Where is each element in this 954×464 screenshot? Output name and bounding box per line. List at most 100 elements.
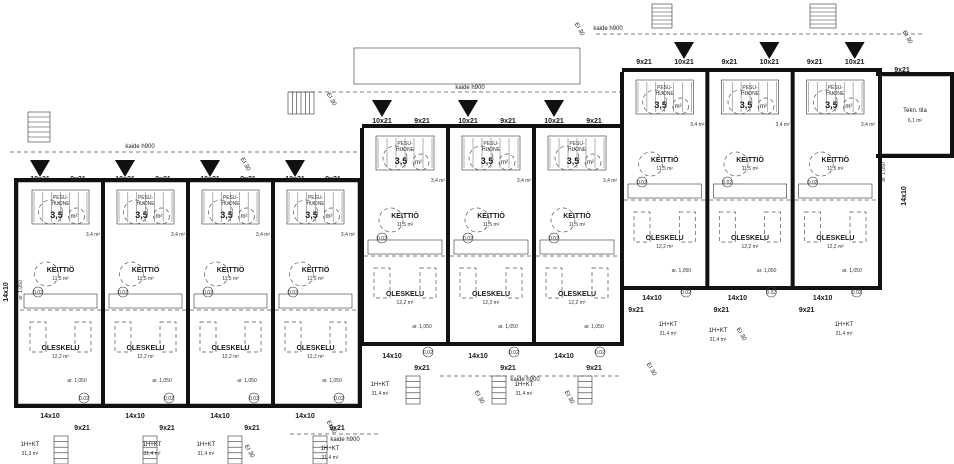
bathroom-label: PESU- bbox=[138, 195, 154, 201]
bathroom-label: HUONE bbox=[51, 201, 70, 207]
living-room-area: 12,2 m² bbox=[137, 354, 154, 360]
door-size-label: 10x21 bbox=[115, 176, 135, 183]
party-wall bbox=[532, 128, 536, 342]
party-wall bbox=[186, 182, 190, 404]
level-marker-label: 0.02 bbox=[808, 180, 818, 186]
tech-room-area: 6,1 m² bbox=[908, 118, 923, 124]
level-marker: 0.02 bbox=[333, 392, 345, 404]
level-marker-circle bbox=[680, 286, 692, 298]
level-marker: 0.02 bbox=[78, 392, 90, 404]
apartment-area-label: 31,4 m² bbox=[516, 391, 533, 397]
stairs-outline bbox=[577, 375, 593, 405]
exterior-wall bbox=[18, 178, 358, 182]
window-size-label: 14x10 bbox=[554, 353, 574, 360]
kitchen-label: KEITTIÖ bbox=[822, 155, 850, 164]
turning-circle bbox=[153, 207, 170, 225]
level-marker: 0.02 bbox=[508, 346, 520, 358]
bathroom-area-unit: m² bbox=[156, 214, 163, 220]
bathroom-label: PESU- bbox=[483, 141, 499, 147]
stairs bbox=[27, 111, 51, 143]
bathroom-label: PESU- bbox=[828, 85, 844, 91]
turning-circle bbox=[638, 151, 664, 177]
bathroom-label: HUONE bbox=[656, 91, 675, 97]
exterior-wall bbox=[878, 68, 882, 290]
entrance-arrow-icon bbox=[844, 42, 865, 59]
level-marker-circle bbox=[636, 176, 648, 188]
fire-rating-label: EI 30 bbox=[239, 157, 252, 173]
bathroom-area: 3,5 bbox=[825, 100, 838, 110]
living-room-label: OLESKELU bbox=[211, 345, 249, 352]
entrance-arrow-icon bbox=[115, 160, 135, 177]
kitchen-counter bbox=[713, 183, 787, 199]
stairs-outline bbox=[405, 375, 421, 405]
living-room-area: 12,2 m² bbox=[483, 300, 500, 306]
level-marker-label: 0.02 bbox=[423, 350, 433, 356]
level-marker-label: 0.02 bbox=[852, 290, 862, 296]
door-size-label: 10x21 bbox=[760, 59, 780, 66]
living-room-area: 12,2 m² bbox=[52, 354, 69, 360]
door-size-label: 9x21 bbox=[70, 176, 86, 183]
kitchen-label: KEITTIÖ bbox=[302, 265, 330, 274]
bathroom-label: HUONE bbox=[482, 147, 501, 153]
stairs bbox=[227, 435, 243, 464]
level-marker-circle bbox=[722, 176, 733, 188]
turning-circle bbox=[727, 89, 753, 115]
kitchen-label: KEITTIÖ bbox=[651, 155, 679, 164]
turning-circle bbox=[550, 207, 576, 233]
closet-area: 3,4 m² bbox=[776, 122, 791, 128]
bathroom-area-unit: m² bbox=[760, 104, 767, 110]
bathroom-outline bbox=[461, 135, 521, 171]
door-size-label: 9x21 bbox=[325, 176, 341, 183]
door-size-label: 10x21 bbox=[674, 59, 694, 66]
apartment-area-label: 31,4 m² bbox=[710, 337, 727, 343]
turning-circle bbox=[123, 199, 148, 225]
level-marker: 0.02 bbox=[722, 176, 733, 188]
kitchen-label: KEITTIÖ bbox=[736, 155, 764, 164]
living-room-label: OLESKELU bbox=[296, 345, 334, 352]
window-sill-label: ar. 1,050 bbox=[237, 378, 257, 384]
bathroom-outline bbox=[31, 189, 90, 225]
closet-area: 3,4 m² bbox=[861, 122, 876, 128]
entrance-arrow-icon bbox=[458, 100, 478, 117]
furniture-outline bbox=[329, 321, 347, 353]
stairs-outline bbox=[142, 435, 158, 464]
tech-room-outline bbox=[879, 75, 953, 155]
closet-area: 3,4 m² bbox=[517, 178, 532, 184]
level-marker-label: 0.02 bbox=[463, 236, 473, 242]
furniture-outline bbox=[804, 211, 822, 243]
living-room-label: OLESKELU bbox=[816, 235, 854, 242]
turning-circle bbox=[672, 97, 690, 115]
door-size-label: 9x21 bbox=[586, 365, 602, 372]
turning-circle bbox=[38, 199, 63, 225]
exterior-wall bbox=[18, 404, 358, 408]
turning-circle bbox=[554, 145, 580, 171]
bathroom-outline bbox=[721, 79, 779, 115]
kitchen-counter bbox=[23, 293, 98, 309]
fire-rating-label: EI 30 bbox=[563, 390, 576, 406]
bathroom-area: 3,5 bbox=[305, 210, 318, 220]
furniture-outline bbox=[284, 321, 302, 353]
entrance-arrow-icon bbox=[674, 42, 694, 59]
kitchen-counter bbox=[193, 293, 268, 309]
furniture-outline bbox=[244, 321, 262, 353]
door-size-label: 9x21 bbox=[628, 307, 644, 314]
level-marker: 0.02 bbox=[163, 392, 175, 404]
bathroom-area-unit: m² bbox=[587, 160, 594, 166]
level-marker: 0.02 bbox=[851, 286, 862, 298]
stairs bbox=[142, 435, 158, 464]
window-size-label: 14x10 bbox=[295, 413, 315, 420]
furniture-outline bbox=[678, 211, 696, 243]
turning-circle bbox=[323, 207, 340, 225]
living-room-area: 12,2 m² bbox=[307, 354, 324, 360]
kitchen-counter bbox=[453, 239, 529, 255]
level-marker: 0.02 bbox=[248, 392, 260, 404]
level-marker-label: 0.02 bbox=[164, 396, 174, 402]
party-wall bbox=[271, 182, 275, 404]
level-marker-circle bbox=[807, 176, 818, 188]
door-size-label: 9x21 bbox=[329, 425, 345, 432]
closet-area: 3,4 m² bbox=[341, 232, 356, 238]
window-size-label: 14x10 bbox=[40, 413, 60, 420]
level-marker-label: 0.02 bbox=[509, 350, 519, 356]
exterior-wall bbox=[14, 178, 18, 408]
window-sill-label: ar. 1,050 bbox=[152, 378, 172, 384]
